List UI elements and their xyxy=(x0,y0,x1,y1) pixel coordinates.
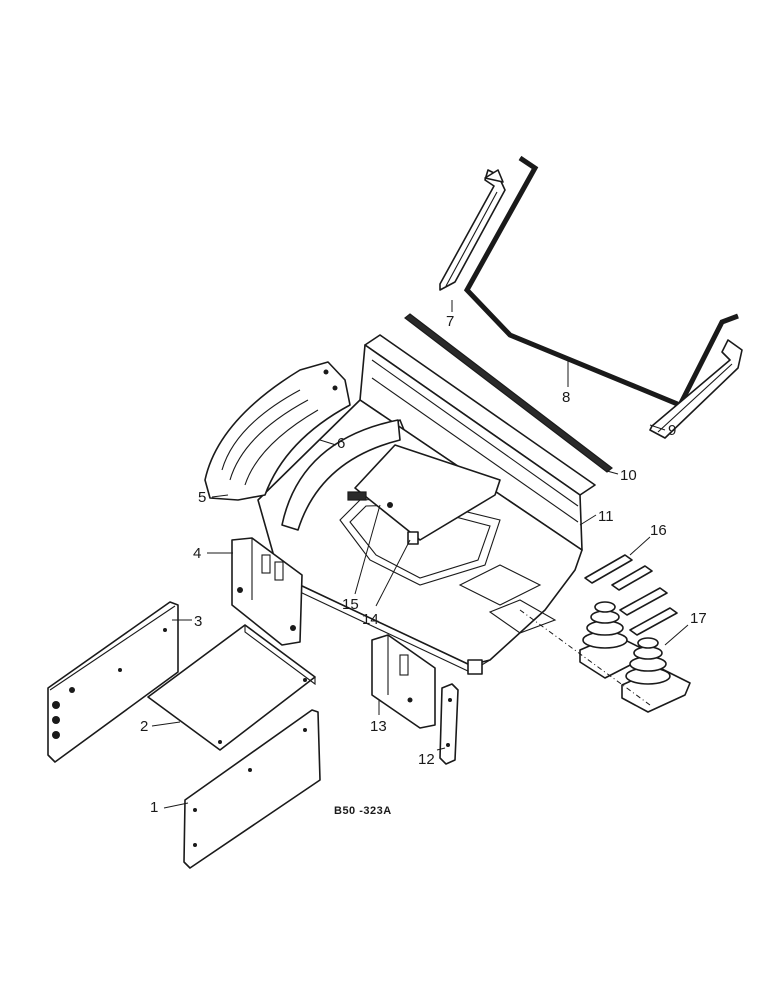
part-13-bracket xyxy=(371,634,436,729)
callout-14: 14 xyxy=(362,611,379,628)
part-3-side-panel xyxy=(47,601,179,763)
callout-17: 17 xyxy=(690,610,707,627)
callout-16: 16 xyxy=(650,522,667,539)
callout-4: 4 xyxy=(193,545,201,562)
part-9-bracket xyxy=(649,339,743,439)
callout-2: 2 xyxy=(140,718,148,735)
callout-1: 1 xyxy=(150,799,158,816)
callout-9: 9 xyxy=(668,422,676,439)
part-10-rail xyxy=(404,313,613,473)
part-2-floor-plate xyxy=(147,624,316,751)
alignment-line xyxy=(519,609,651,706)
part-8-handrail xyxy=(463,155,739,409)
callout-10: 10 xyxy=(620,467,637,484)
callout-11: 11 xyxy=(598,508,614,525)
reference-code: B50 -323A xyxy=(334,805,392,817)
part-1-front-panel xyxy=(183,709,321,869)
callout-5: 5 xyxy=(198,489,206,506)
leader-lines xyxy=(151,300,689,809)
part-6-fender xyxy=(281,419,401,531)
part-5-curved-fender xyxy=(204,361,351,501)
callout-13: 13 xyxy=(370,718,387,735)
callout-8: 8 xyxy=(562,389,570,406)
callout-15: 15 xyxy=(342,596,359,613)
callout-7: 7 xyxy=(446,313,454,330)
callout-6: 6 xyxy=(337,435,345,452)
part-17-boots xyxy=(579,601,691,713)
part-16-plates xyxy=(584,554,678,636)
part-4-bracket-plate xyxy=(231,537,303,646)
callout-12: 12 xyxy=(418,751,435,768)
part-11-platform xyxy=(257,334,596,675)
part-7-bracket xyxy=(439,169,506,291)
part-12-strip xyxy=(439,683,459,765)
callout-3: 3 xyxy=(194,613,202,630)
